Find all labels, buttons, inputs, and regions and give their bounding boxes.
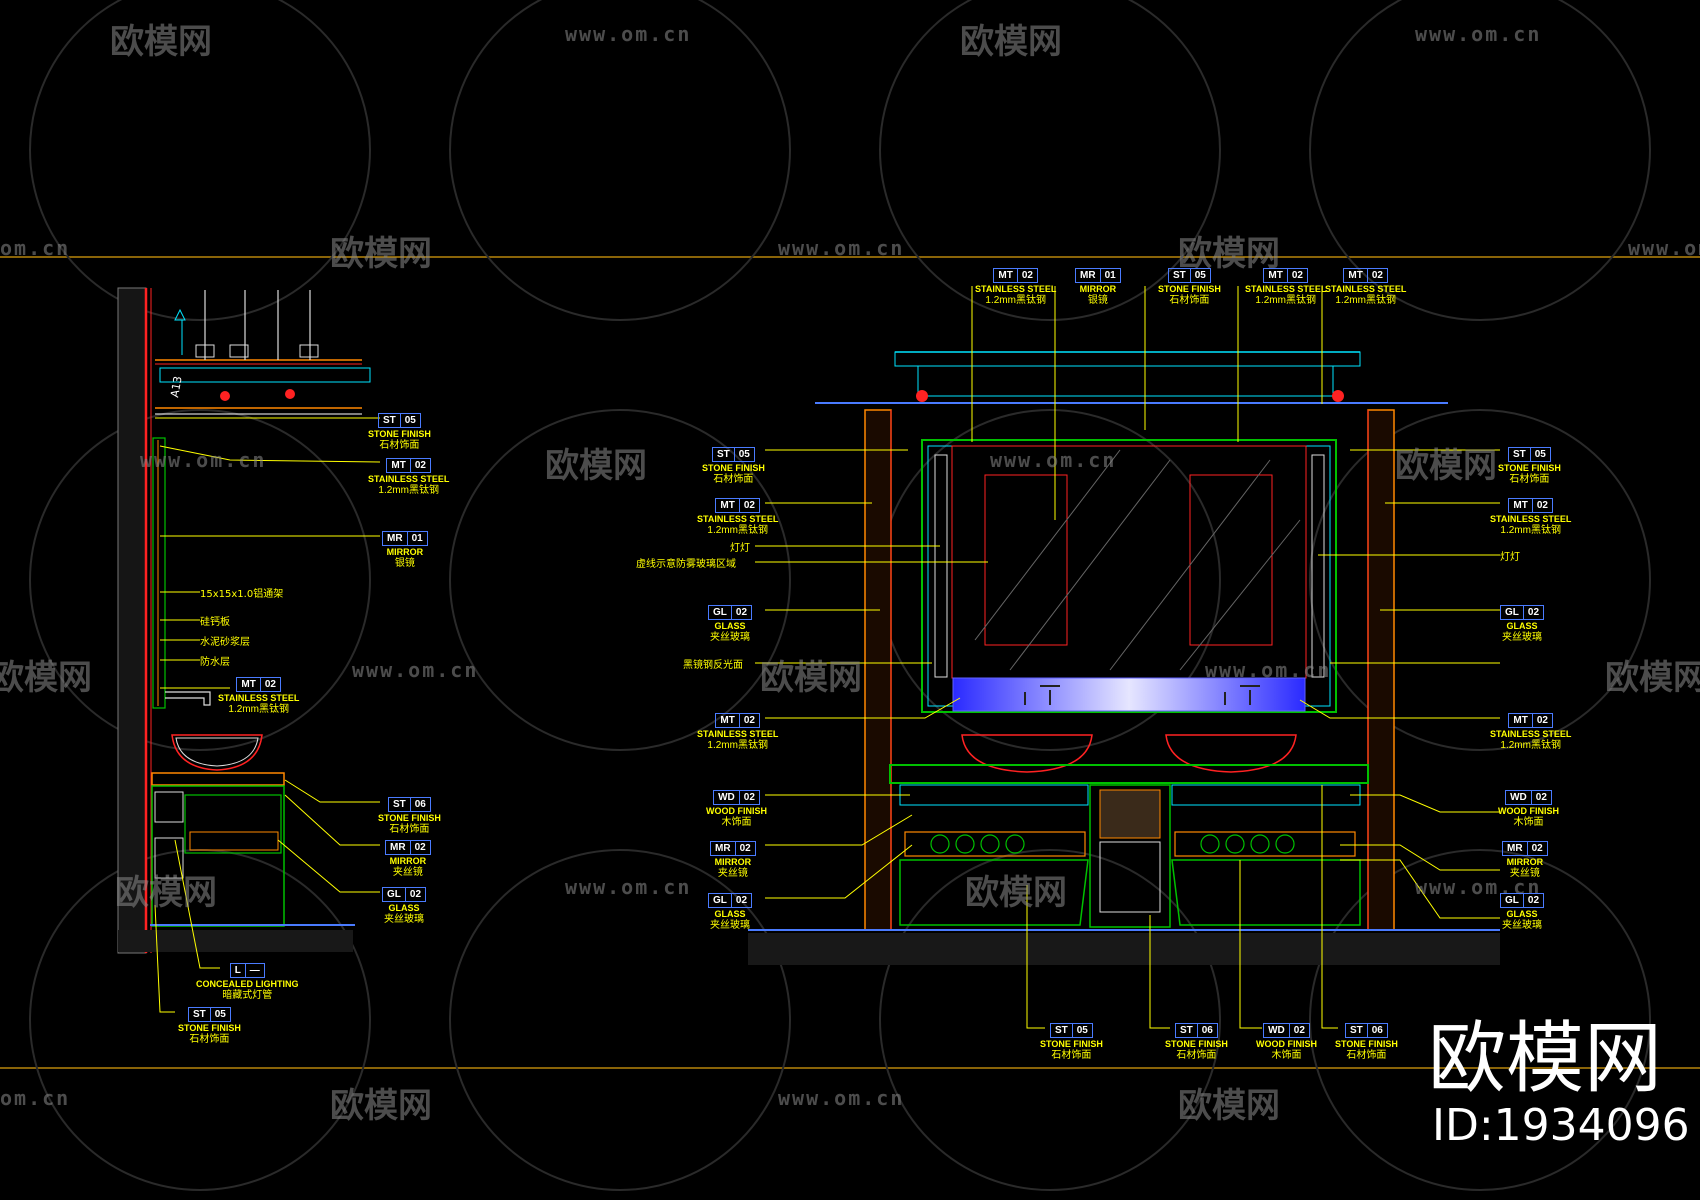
watermark-logo: 欧模网 — [1178, 1086, 1280, 1126]
watermark-logo: 欧模网 — [1178, 234, 1280, 274]
watermark-logo: 欧模网 — [545, 446, 647, 486]
watermark-url: om.cn — [0, 236, 71, 260]
elevation-note: 灯灯 — [1500, 552, 1520, 563]
watermark-url: www.om.cn — [778, 1086, 905, 1110]
watermark-circles — [29, 0, 1651, 1191]
watermark-url: www.om.cn — [1205, 658, 1332, 682]
watermark-url: om.cn — [0, 1086, 71, 1110]
elevation-note: 黑镜钢反光面 — [683, 660, 743, 671]
watermark-url: www.om.cn — [778, 236, 905, 260]
watermark-logo: 欧模网 — [110, 22, 212, 62]
section-view-geometry — [117, 287, 371, 954]
watermark-logo: 欧模网 — [330, 1086, 432, 1126]
watermark-logo: 欧模网 — [115, 873, 217, 913]
elevation-view-leaders — [755, 286, 1500, 1029]
corner-id: ID:1934096 — [1432, 1100, 1690, 1151]
section-note: 水泥砂浆层 — [200, 637, 250, 648]
section-view-leaders — [154, 417, 381, 1013]
watermark-url: www.om.cn — [1415, 22, 1542, 46]
watermark-logo: 欧模网 — [330, 234, 432, 274]
watermark-url: www.om.cn — [352, 658, 479, 682]
watermark-logo: 欧模网 — [965, 873, 1067, 913]
elevation-note: 虚线示意防雾玻璃区域 — [636, 559, 736, 570]
watermark-url: www.om.cn — [1415, 875, 1542, 899]
section-note: 防水层 — [200, 657, 230, 668]
watermark-logo: 欧模网 — [760, 658, 862, 698]
watermark-url: www.om.cn — [565, 22, 692, 46]
watermark-url: www.om.cn — [565, 875, 692, 899]
section-note: 15x15x1.0铝通架 — [200, 589, 284, 600]
section-note: 硅钙板 — [200, 617, 230, 628]
watermark-logo: 欧模网 — [1605, 658, 1700, 698]
watermark-url: www.om.cn — [1628, 236, 1700, 260]
elevation-note: 灯灯 — [730, 543, 750, 554]
section-marker: A13 — [168, 375, 185, 398]
watermark-logo: 欧模网 — [1395, 446, 1497, 486]
watermark-url: www.om.cn — [140, 448, 267, 472]
watermark-logo: 欧模网 — [0, 658, 92, 698]
elevation-view-geometry — [748, 351, 1500, 965]
watermark-url: www.om.cn — [990, 448, 1117, 472]
corner-logo: 欧模网 — [1428, 1014, 1663, 1104]
watermark-logo: 欧模网 — [960, 22, 1062, 62]
